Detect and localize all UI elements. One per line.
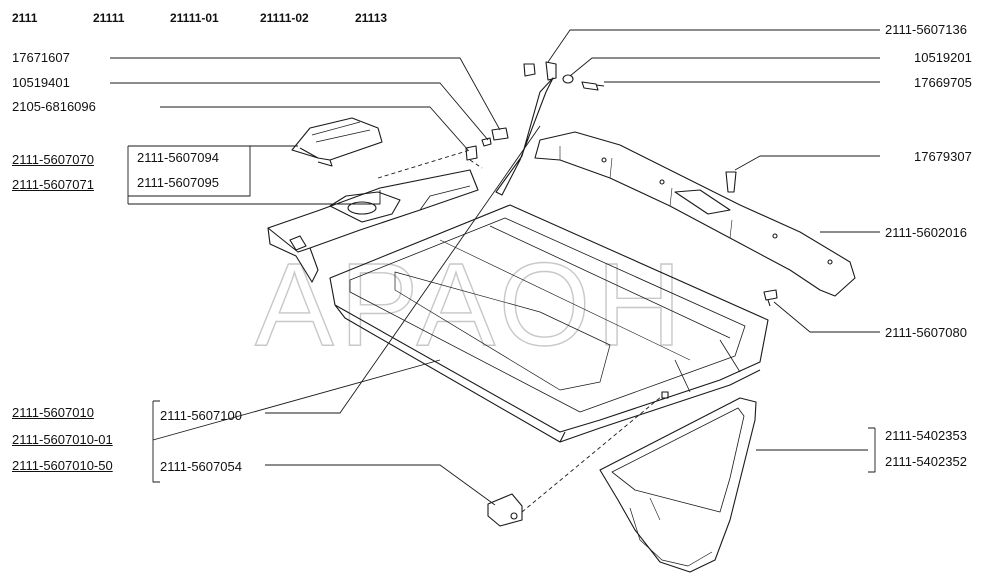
part-label-10519201[interactable]: 10519201 (914, 50, 972, 65)
part-label-2111-5607010-01[interactable]: 2111-5607010-01 (12, 432, 113, 447)
leader-lines (110, 29, 880, 506)
model-21111-01: 21111-01 (170, 11, 219, 25)
fasteners (465, 63, 778, 527)
part-label-2111-5607010-50[interactable]: 2111-5607010-50 (12, 458, 113, 473)
part-label-2111-5607136[interactable]: 2111-5607136 (885, 22, 967, 37)
part-label-2111-5607095[interactable]: 2111-5607095 (137, 175, 219, 190)
model-2111: 2111 (12, 11, 38, 25)
storage-bin (599, 397, 757, 573)
rear-shelf-panel (329, 204, 769, 443)
trim-panel (534, 131, 856, 297)
part-label-17679307[interactable]: 17679307 (914, 149, 972, 164)
part-label-2111-5602016[interactable]: 2111-5602016 (885, 225, 967, 240)
assembly-lines (377, 149, 663, 513)
part-label-2111-5607080[interactable]: 2111-5607080 (885, 325, 967, 340)
model-21111-02: 21111-02 (260, 11, 309, 25)
support-strap (495, 61, 557, 196)
model-21113: 21113 (355, 11, 388, 25)
part-label-2111-5607070[interactable]: 2111-5607070 (12, 152, 94, 167)
part-label-17669705[interactable]: 17669705 (914, 75, 972, 90)
part-label-2111-5402353[interactable]: 2111-5402353 (885, 428, 967, 443)
part-label-2111-5607010[interactable]: 2111-5607010 (12, 405, 94, 420)
side-bracket (267, 169, 479, 283)
part-label-2111-5402352[interactable]: 2111-5402352 (885, 454, 967, 469)
model-21111: 21111 (93, 11, 125, 25)
part-label-17671607[interactable]: 17671607 (12, 50, 70, 65)
part-label-2105-6816096[interactable]: 2105-6816096 (12, 99, 96, 114)
part-label-10519401[interactable]: 10519401 (12, 75, 70, 90)
part-label-2111-5607071[interactable]: 2111-5607071 (12, 177, 94, 192)
part-label-2111-5607100[interactable]: 2111-5607100 (160, 408, 242, 423)
part-label-2111-5607054[interactable]: 2111-5607054 (160, 459, 242, 474)
watermark: АРАОН (255, 239, 688, 371)
part-label-2111-5607094[interactable]: 2111-5607094 (137, 150, 219, 165)
bracket-cover (291, 117, 383, 167)
